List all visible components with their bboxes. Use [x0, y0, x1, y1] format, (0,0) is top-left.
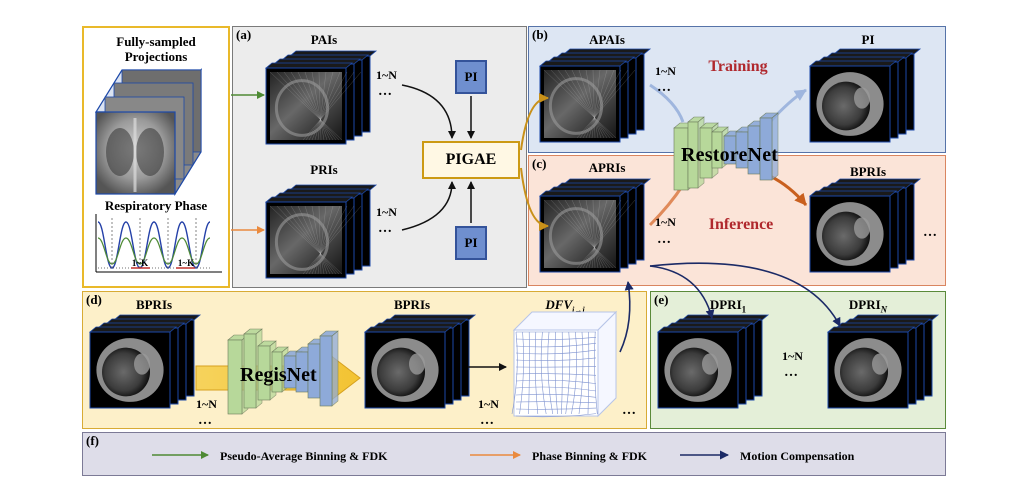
dpri-n-title: DPRIN [849, 297, 887, 315]
bpris-out-dots: … [480, 413, 494, 428]
training-label: Training [708, 58, 768, 75]
pris-dots: … [378, 221, 392, 236]
bpris-output-title: BPRIs [849, 164, 887, 179]
pais-dots: … [378, 84, 392, 99]
panel-d-tag: (d) [86, 292, 102, 307]
bpris-registered-stack [363, 314, 477, 409]
dpri-1-stack [656, 314, 770, 409]
dfv-grid-hline-11 [515, 407, 597, 410]
dfv-grid-hline-12 [515, 413, 597, 418]
legend-label-motion-compensation: Motion Compensation [740, 449, 855, 463]
pi-box-top: PI [455, 60, 487, 94]
bpris-out-range: 1~N [478, 397, 499, 411]
pi-output-title: PI [861, 32, 875, 47]
bpris-input-title: BPRIs [135, 297, 173, 312]
dfv-to-apris-arrow [619, 281, 634, 353]
pigae-to-apais-arrow [520, 93, 549, 151]
dfv-subscript: i→j [572, 305, 585, 315]
dpri-n-text: DPRI [848, 297, 881, 312]
apris-range: 1~N [655, 215, 676, 229]
pais-to-pigae-arrow [401, 84, 456, 139]
pris-to-pigae-arrow [401, 181, 456, 231]
dfv-grid-vline-9 [571, 331, 578, 415]
pais-range: 1~N [376, 68, 397, 82]
regisnet-label: RegisNet [240, 364, 317, 386]
bin-label-1: 1~K [132, 258, 148, 268]
bpris-in-dots: … [198, 413, 212, 428]
dfv-grid-vline-0 [511, 331, 518, 415]
restorenet-network [648, 83, 808, 227]
legend-tag: (f) [86, 433, 99, 448]
dfv-title: DFVi→j [545, 297, 584, 315]
apais-dots: … [657, 80, 671, 95]
dpri-1-text: DPRI [709, 297, 742, 312]
respiratory-phase-label: Respiratory Phase [104, 198, 208, 213]
apris-stack [538, 178, 652, 273]
apris-to-dpri1-arrow [649, 265, 715, 319]
pi-box-bottom: PI [455, 226, 487, 260]
pi-stack [808, 48, 922, 143]
bpris-registered-title: BPRIs [393, 297, 431, 312]
panel-c-tag: (c) [532, 156, 547, 171]
pris-title: PRIs [310, 162, 338, 177]
apais-range: 1~N [655, 64, 676, 78]
pris-stack [264, 184, 378, 279]
pris-range: 1~N [376, 205, 397, 219]
pais-title: PAIs [310, 32, 338, 47]
bpris-in-range: 1~N [196, 397, 217, 411]
apris-to-dprin-arrow [649, 262, 841, 327]
dfv-text: DFV [545, 297, 573, 312]
apais-stack [538, 48, 652, 143]
dpri-1-subscript: 1 [741, 304, 747, 315]
pigae-to-apris-arrow [520, 167, 549, 231]
apais-to-restorenet-arrow [649, 83, 685, 123]
panel-a-tag: (a) [236, 27, 252, 42]
bpris-input-stack [88, 314, 202, 409]
restorenet-to-bpris-arrow [769, 174, 808, 206]
pais-stack [264, 50, 378, 145]
restorenet-block-8 [759, 112, 779, 181]
dfv-grid-vline-11 [587, 331, 590, 415]
dfv-grid-vline-1 [519, 331, 524, 415]
bpris-dots: … [923, 225, 937, 240]
dfv-grid-vline-12 [594, 331, 598, 415]
dfv-grid-vline-5 [547, 331, 554, 415]
restorenet-label: RestoreNet [681, 144, 779, 166]
legend-label-phase-binning: Phase Binning & FDK [532, 449, 648, 463]
projection-cube [94, 67, 203, 197]
dpri-n-subscript: N [880, 304, 888, 315]
apris-title: APRIs [588, 160, 626, 175]
apris-dots: … [657, 232, 671, 247]
dfv-grid-vline-3 [534, 331, 539, 415]
bpris-output-stack [808, 178, 922, 273]
panel-b-tag: (b) [532, 27, 548, 42]
dfv-grid-vline-8 [565, 331, 571, 415]
legend-label-pseudo-average: Pseudo-Average Binning & FDK [220, 449, 388, 463]
projections-title: Fully-sampled Projections [116, 34, 196, 64]
dpri-n-stack [826, 314, 940, 409]
dpri-dots: … [784, 365, 798, 380]
dfv-grid-cube [511, 310, 618, 418]
dpri-1-title: DPRI1 [710, 297, 746, 315]
dfv-grid-vline-2 [528, 331, 530, 415]
respiratory-waveform: 1~K 1~K [95, 214, 222, 273]
dpri-range: 1~N [782, 349, 803, 363]
regisnet-block-8 [319, 330, 339, 407]
panel-e-tag: (e) [654, 292, 669, 307]
dfv-grid-vline-4 [540, 331, 547, 415]
apais-title: APAIs [589, 32, 625, 47]
dfv-grid-vline-7 [561, 331, 563, 415]
dfv-dots: … [622, 403, 636, 418]
dfv-grid-vline-10 [578, 331, 584, 415]
regisnet-network [195, 328, 361, 415]
inference-label: Inference [708, 216, 774, 233]
dfv-grid-vline-6 [554, 331, 558, 415]
pigae-box: PIGAE [422, 141, 520, 179]
bin-label-2: 1~K [178, 258, 194, 268]
